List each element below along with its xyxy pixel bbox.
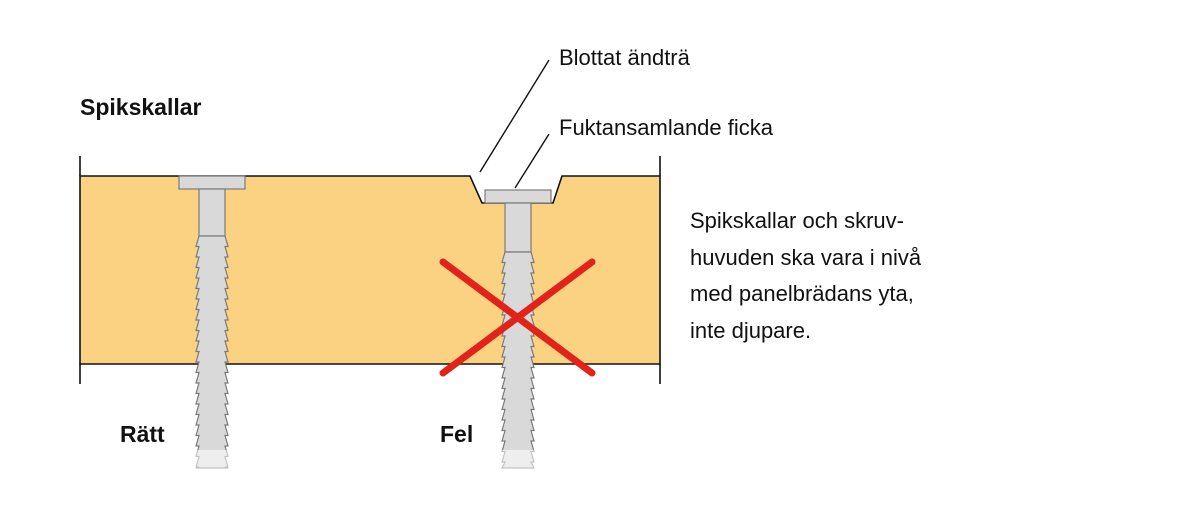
description-line: inte djupare.: [690, 317, 812, 343]
nail-correct: [178, 175, 246, 472]
leader-line-moisture-pocket: [514, 133, 550, 189]
description-line: med panelbrädans yta,: [690, 281, 914, 306]
nail-threaded-shank: [501, 251, 535, 469]
label-exposed-end-grain: Blottat ändträ: [559, 45, 690, 70]
nail-head: [178, 175, 246, 190]
wrong-cross-icon: [439, 258, 596, 377]
nail-shank: [504, 202, 532, 253]
nail-head: [484, 189, 552, 204]
label-wrong: Fel: [440, 421, 474, 447]
nail-shank: [198, 188, 226, 237]
description-text: Spikskallar och skruv- huvuden ska vara …: [690, 203, 990, 349]
description-line: huvuden ska vara i nivå: [690, 244, 922, 270]
description-line: Spikskallar och skruv-: [690, 208, 904, 233]
leader-line-exposed-end-grain: [479, 59, 550, 173]
nail-wrong: [484, 189, 552, 472]
nail-threaded-shank: [195, 235, 229, 469]
diagram-title: Spikskallar: [80, 94, 202, 120]
label-correct: Rätt: [120, 421, 165, 447]
nail-fade: [498, 450, 538, 472]
label-moisture-pocket: Fuktansamlande ficka: [559, 115, 773, 140]
nail-fade: [192, 450, 232, 472]
panel-board: [79, 175, 661, 365]
